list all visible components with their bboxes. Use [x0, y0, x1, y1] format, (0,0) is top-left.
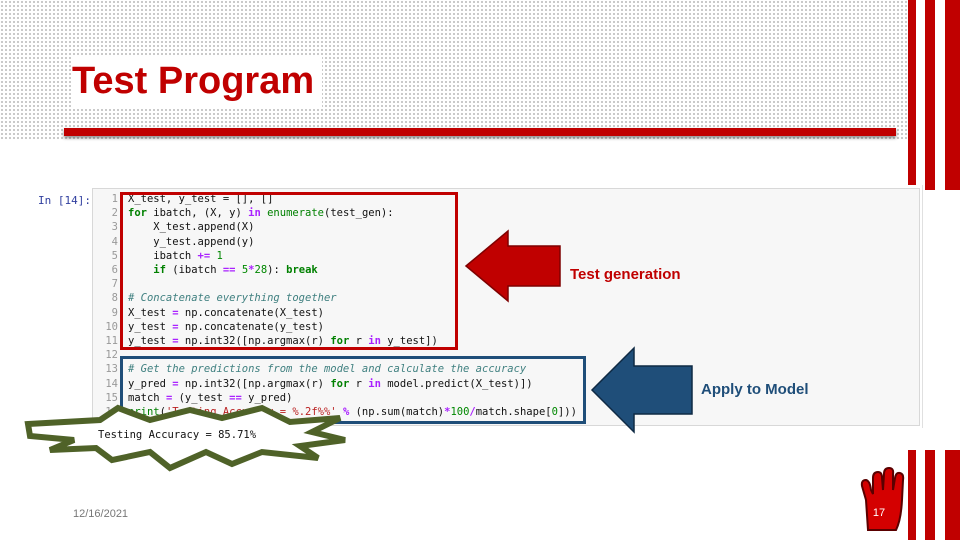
stripe-1 [908, 0, 916, 190]
arrow-left-blue-icon [590, 346, 693, 434]
stripe-2 [925, 0, 935, 190]
test-generation-label: Test generation [570, 266, 681, 283]
line-number: 3 [111, 221, 118, 234]
line-number: 4 [111, 235, 118, 248]
test-generation-highlight [120, 192, 458, 350]
apply-to-model-label: Apply to Model [701, 381, 809, 398]
code-editor[interactable] [92, 188, 920, 426]
line-number: 8 [111, 292, 118, 305]
line-number: 1 [111, 193, 118, 205]
cell-output: Testing Accuracy = 85.71% [98, 429, 257, 441]
slide-date: 12/16/2021 [73, 508, 129, 520]
slide-page-number: 17 [872, 507, 886, 519]
cell-prompt: In [14]: [38, 194, 91, 207]
stripe-3 [945, 0, 960, 190]
line-number: 15 [105, 391, 118, 404]
line-number: 14 [105, 377, 118, 390]
page-title: Test Program [72, 60, 315, 102]
apply-to-model-highlight [120, 356, 586, 424]
arrow-left-red-icon [464, 229, 561, 303]
code-text: X_test, y_test = [], [] for ibatch, (X, … [128, 193, 577, 419]
title-rule [64, 128, 896, 136]
stripe-5 [925, 450, 935, 540]
title-band [72, 56, 322, 108]
stripe-4 [908, 450, 916, 540]
line-number: 9 [111, 306, 118, 319]
line-number: 13 [105, 363, 118, 376]
hand-stop-icon [860, 466, 905, 531]
line-number: 10 [105, 320, 118, 333]
line-number: 11 [105, 335, 118, 348]
explosion-burst-icon [24, 404, 346, 472]
line-number: 7 [111, 278, 118, 291]
line-number: 5 [111, 249, 118, 262]
line-number: 6 [111, 264, 118, 277]
line-number: 2 [111, 207, 118, 220]
line-number: 12 [105, 349, 118, 362]
stripe-6 [945, 450, 960, 540]
